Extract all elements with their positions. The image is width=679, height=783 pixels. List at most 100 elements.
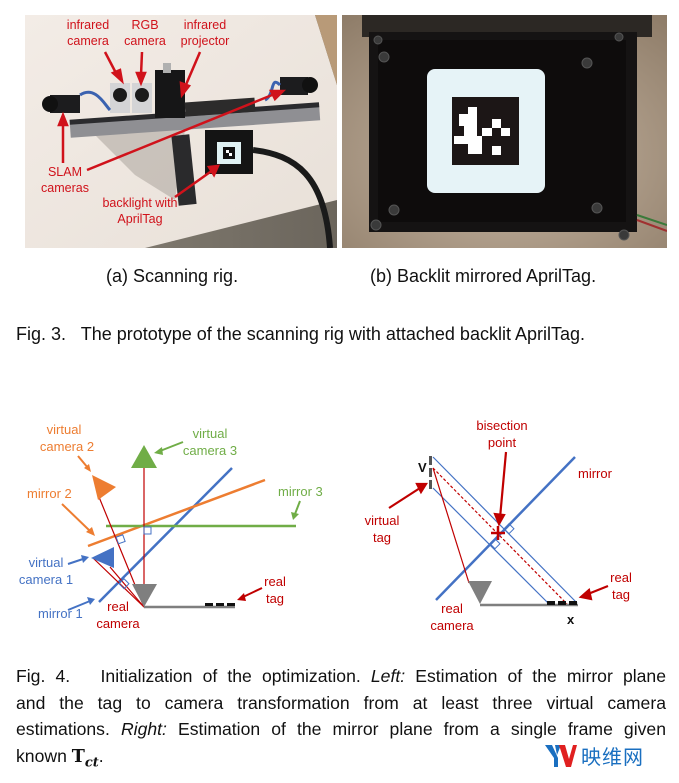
caption-prefix: Fig. 4. Initialization of the optimizati…	[16, 666, 371, 686]
label-slam-cameras-2: cameras	[41, 181, 89, 195]
real-tag-marks	[205, 603, 235, 606]
label-bisection-point-line2: point	[488, 435, 517, 450]
arrow-virtual-camera-1	[67, 558, 84, 565]
label-infrared-projector-2: projector	[181, 34, 230, 48]
caption-line3-a: estimations.	[16, 719, 121, 739]
arrow-real-tag	[587, 584, 609, 596]
right-angle-marker	[115, 534, 126, 545]
label-virtual-camera-1-line2: camera 1	[19, 572, 73, 587]
arrow-mirror-1	[67, 600, 91, 611]
figure-4-right-diagram: bisection point mirror V virtual tag rea…	[340, 400, 679, 650]
screw-icon	[370, 219, 382, 231]
caption-line-4: known Tct.	[16, 743, 666, 777]
backlit-apriltag-photo	[342, 15, 667, 248]
label-slam-cameras: SLAM	[48, 165, 82, 179]
ray-to-virtual-camera-1-b	[109, 566, 145, 608]
real-tag-marks	[547, 601, 577, 605]
caption-line4-b: .	[98, 745, 104, 766]
label-x: x	[567, 612, 575, 627]
label-mirror-2: mirror 2	[27, 486, 72, 501]
rig-rail	[69, 106, 321, 138]
label-virtual-camera-1: virtual	[29, 555, 64, 570]
reflection-line-bottom	[432, 487, 551, 606]
figure-4-caption: Fig. 4. Initialization of the optimizati…	[16, 663, 666, 777]
virtual-camera-1-icon	[91, 547, 114, 568]
infrared-projector-body	[155, 70, 185, 118]
label-rgb-camera-2: camera	[124, 34, 166, 48]
arrow-bisection-point	[498, 451, 508, 519]
caption-line-3: estimations. Right: Estimation of the mi…	[16, 716, 666, 743]
arrow-backlight	[174, 168, 214, 199]
right-angle-marker	[143, 526, 152, 535]
label-virtual-camera-2: virtual	[47, 422, 82, 437]
virtual-tag-marks	[429, 456, 432, 489]
bisector-line	[432, 467, 568, 605]
arrow-rgb-camera	[139, 51, 144, 76]
real-camera-icon	[468, 581, 492, 604]
label-backlight: backlight with	[102, 196, 177, 210]
caption-line3-b: Estimation of the mirror plane from a si…	[166, 719, 666, 739]
mirror-line	[435, 456, 576, 601]
label-real-camera: real	[441, 601, 463, 616]
label-virtual-tag-line2: tag	[373, 530, 391, 545]
yv-logo-icon	[545, 744, 577, 767]
label-real-tag: real	[610, 570, 632, 585]
scanning-rig-photo: infrared camera RGB camera infrared proj…	[25, 15, 337, 248]
watermark-text: 映维网	[581, 745, 644, 769]
screw-icon	[591, 202, 603, 214]
screw-icon	[388, 204, 400, 216]
label-real-tag: real	[264, 574, 286, 589]
screw-icon	[618, 229, 630, 241]
virtual-camera-2-icon	[92, 475, 116, 500]
real-camera-icon	[132, 584, 157, 607]
arrow-virtual-camera-3	[159, 441, 184, 452]
label-real-camera-line2: camera	[430, 618, 474, 633]
label-infrared-camera-2: camera	[67, 34, 109, 48]
figure-4-left-diagram: virtual camera 2 virtual camera 3 mirror…	[0, 400, 340, 650]
screw-icon	[373, 35, 383, 45]
label-virtual-camera-2-line2: camera 2	[40, 439, 94, 454]
bisection-point-icon	[491, 526, 505, 540]
caption-line-2: and the tag to camera transformation fro…	[16, 692, 666, 713]
arrow-mirror-2	[61, 503, 91, 532]
caption-line-1: Fig. 4. Initialization of the optimizati…	[16, 663, 666, 690]
screw-icon	[378, 51, 390, 63]
label-virtual-camera-3-line2: camera 3	[183, 443, 237, 458]
screw-icon	[614, 32, 624, 42]
screw-icon	[581, 57, 593, 69]
math-t-ct: Tct	[71, 745, 99, 771]
arrow-virtual-tag	[388, 487, 421, 509]
label-virtual-camera-3: virtual	[193, 426, 228, 441]
mirror-2-line	[87, 478, 266, 548]
figure-3-caption: Fig. 3. The prototype of the scanning ri…	[16, 324, 585, 344]
virtual-camera-3-icon	[131, 445, 157, 468]
label-real-tag-line2: tag	[266, 591, 284, 606]
label-infrared-projector: infrared	[184, 18, 226, 32]
label-infrared-camera: infrared	[67, 18, 109, 32]
arrow-mirror-3	[294, 500, 301, 515]
label-mirror-1: mirror 1	[38, 606, 83, 621]
label-mirror-3: mirror 3	[278, 484, 323, 499]
label-bisection-point: bisection	[476, 418, 527, 433]
arrow-slam-right	[86, 91, 278, 172]
ray-to-virtual-camera-1-a	[92, 557, 145, 608]
label-mirror: mirror	[578, 466, 613, 481]
label-real-tag-line2: tag	[612, 587, 630, 602]
label-backlight-2: AprilTag	[117, 212, 162, 226]
ray-to-camera	[432, 467, 470, 584]
caption-right-label: Right:	[120, 719, 167, 739]
arrow-real-tag	[242, 587, 263, 598]
subfigure-b-caption: (b) Backlit mirrored AprilTag.	[370, 266, 597, 286]
arrow-virtual-camera-2	[77, 455, 89, 469]
subfigure-a-caption: (a) Scanning rig.	[106, 266, 239, 286]
right-angle-marker	[503, 523, 515, 535]
slam-camera-right	[280, 77, 308, 95]
caption-left-label: Left:	[370, 666, 406, 686]
label-virtual-tag: virtual	[365, 513, 400, 528]
right-angle-marker	[118, 578, 130, 590]
arrow-infrared-projector	[183, 51, 202, 88]
slam-camera-left	[50, 95, 80, 113]
apriltag	[452, 97, 519, 165]
caption-line4-a: known	[16, 745, 72, 766]
label-v: V	[418, 460, 427, 475]
